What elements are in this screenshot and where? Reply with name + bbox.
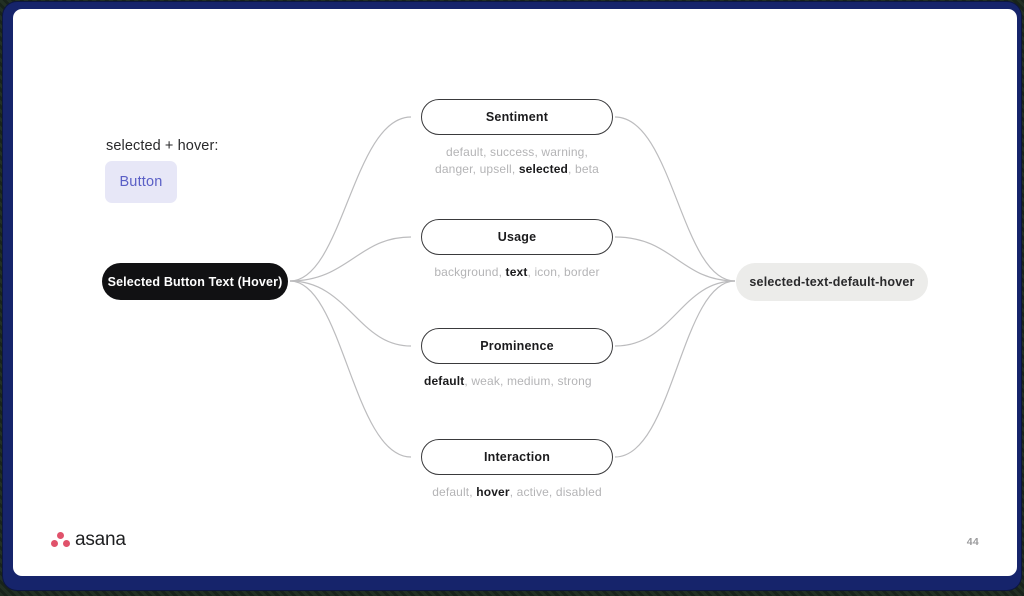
root-node-selected-button-text-hover[interactable]: Selected Button Text (Hover) [102,263,288,300]
dimension-node-usage[interactable]: Usage [421,219,613,255]
sample-state-label: selected + hover: [106,138,219,154]
dimension-options-usage: background, text, icon, border [397,264,637,281]
slide-canvas: selected + hover: Button Selected Button… [13,9,1017,576]
slide-frame: selected + hover: Button Selected Button… [3,2,1021,590]
diagram-stage: selected + hover: Button Selected Button… [13,9,1017,576]
option-text: , icon, border [527,265,600,279]
asana-wordmark: asana [75,529,126,550]
option-text: default, [432,485,477,499]
dimension-node-prominence[interactable]: Prominence [421,328,613,364]
asana-logo-icon [51,531,70,549]
dimension-node-sentiment[interactable]: Sentiment [421,99,613,135]
result-token-node[interactable]: selected-text-default-hover [736,263,928,301]
option-text: , weak, medium, strong [464,374,592,388]
option-text: default, success, warning, [446,145,588,159]
option-active-usage: text [505,265,528,279]
option-active-prominence: default [424,374,465,388]
dimension-node-interaction[interactable]: Interaction [421,439,613,475]
dimension-options-interaction: default, hover, active, disabled [397,484,637,501]
option-active-interaction: hover [476,485,510,499]
page-number: 44 [966,536,979,548]
option-text: , beta [568,162,599,176]
sample-button[interactable]: Button [105,161,177,203]
option-text: background, [434,265,506,279]
dimension-options-sentiment: default, success, warning, danger, upsel… [397,144,637,178]
dimension-options-prominence: default, weak, medium, strong [424,373,664,390]
option-active-sentiment: selected [518,162,569,176]
asana-logo: asana [51,529,126,551]
option-text: danger, upsell, [435,162,519,176]
option-text: , active, disabled [509,485,602,499]
